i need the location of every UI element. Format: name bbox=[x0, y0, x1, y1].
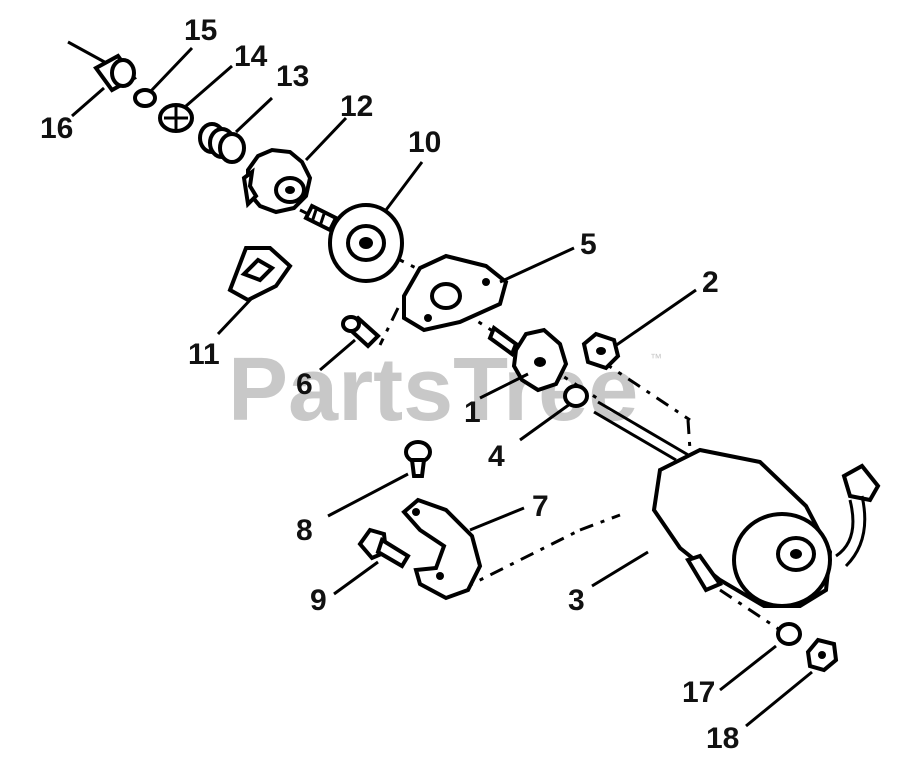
part-6-screw bbox=[341, 315, 381, 349]
callout-9: 9 bbox=[310, 584, 327, 617]
callout-17: 17 bbox=[682, 676, 715, 709]
callout-11: 11 bbox=[188, 338, 220, 371]
callout-12: 12 bbox=[340, 90, 373, 123]
part-9-bolt bbox=[357, 527, 411, 569]
part-14-washer bbox=[158, 103, 194, 133]
callout-7: 7 bbox=[532, 490, 549, 523]
part-1-armature-gear bbox=[487, 324, 569, 393]
callout-18: 18 bbox=[706, 722, 739, 755]
part-18-nut bbox=[805, 637, 839, 673]
part-13-spring bbox=[198, 122, 246, 164]
callout-labels: 1 2 3 4 5 6 7 8 9 10 11 12 13 14 15 16 1… bbox=[40, 14, 739, 755]
callout-2: 2 bbox=[702, 266, 719, 299]
callout-13: 13 bbox=[276, 60, 309, 93]
part-8-screw bbox=[404, 440, 432, 478]
callout-1: 1 bbox=[464, 396, 481, 429]
part-7-bracket bbox=[401, 497, 483, 601]
leader-lines bbox=[71, 46, 813, 728]
part-2-nut bbox=[581, 331, 621, 371]
callout-3: 3 bbox=[568, 584, 585, 617]
part-10-flange bbox=[328, 203, 404, 283]
callout-6: 6 bbox=[296, 368, 313, 401]
callout-8: 8 bbox=[296, 514, 313, 547]
callout-10: 10 bbox=[408, 126, 441, 159]
part-15-clip bbox=[133, 88, 157, 108]
part-5-end-plate bbox=[402, 253, 509, 333]
part-12-drive-gear bbox=[241, 147, 313, 215]
callout-15: 15 bbox=[184, 14, 217, 47]
part-3-motor bbox=[593, 400, 881, 608]
callout-14: 14 bbox=[234, 40, 268, 73]
part-11-retainer bbox=[227, 246, 293, 303]
part-16-sleeve bbox=[93, 53, 137, 93]
part-4-washer bbox=[563, 384, 589, 408]
watermark-trademark: ™ bbox=[650, 351, 662, 365]
callout-5: 5 bbox=[580, 228, 597, 261]
callout-4: 4 bbox=[488, 440, 505, 473]
part-17-lock-washer bbox=[776, 622, 802, 646]
callout-16: 16 bbox=[40, 112, 73, 145]
